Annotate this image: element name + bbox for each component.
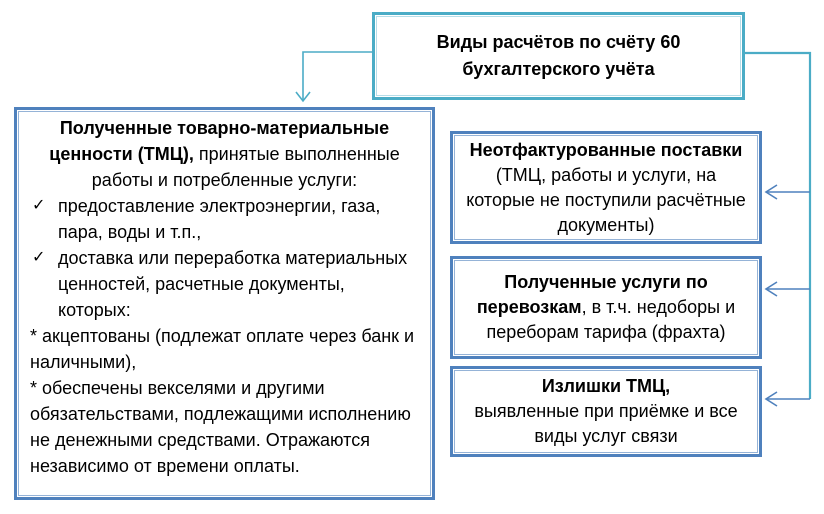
- left-box-header: Полученные товарно-материальные ценности…: [30, 115, 419, 193]
- connector-left: [295, 51, 372, 103]
- right-box-regular-text: выявленные при приёмке и все виды услуг …: [474, 401, 738, 446]
- sub-item-secured: * обеспечены векселями и другими обязате…: [30, 378, 411, 476]
- check-icon: ✓: [32, 197, 46, 214]
- right-box-regular-text: (ТМЦ, работы и услуги, на которые не пос…: [466, 164, 746, 235]
- right-box-transport-services: Полученные услуги по перевозкам, в т.ч. …: [450, 256, 762, 359]
- right-box-regular-text: , в т.ч. недоборы и переборам тарифа (фр…: [486, 297, 736, 342]
- bullet-text: предоставление электроэнергии, газа, пар…: [58, 196, 381, 242]
- right-box-text: Неотфактурованные поставки (ТМЦ, работы …: [463, 138, 749, 238]
- connector-arrows: [764, 184, 810, 407]
- right-box-text: Излишки ТМЦ, выявленные при приёмке и все…: [463, 374, 749, 449]
- right-box-bold-text: Полученные услуги по перевозкам: [476, 272, 708, 317]
- bullet-text: доставка или переработка материальных це…: [58, 248, 408, 320]
- left-arrow-icon-2: [764, 281, 810, 297]
- right-box-unbilled-deliveries: Неотфактурованные поставки (ТМЦ, работы …: [450, 131, 762, 244]
- left-box-header-bold: Полученные товарно-материальные ценности…: [49, 118, 390, 164]
- right-box-text: Полученные услуги по перевозкам, в т.ч. …: [463, 270, 749, 345]
- bullet-item-electricity: ✓ предоставление электроэнергии, газа, п…: [30, 193, 419, 245]
- sub-item-accepted: * акцептованы (подлежат оплате через бан…: [30, 326, 415, 372]
- left-box-received-goods: Полученные товарно-материальные ценности…: [14, 107, 435, 500]
- diagram-title: Виды расчётов по счёту 60 бухгалтерского…: [436, 32, 681, 79]
- left-arrow-icon-1: [764, 184, 810, 200]
- check-icon: ✓: [32, 249, 46, 266]
- down-arrow-icon: [295, 91, 311, 103]
- left-arrow-icon-3: [764, 391, 810, 407]
- title-box: Виды расчётов по счёту 60 бухгалтерского…: [372, 12, 745, 100]
- left-box-header-regular: принятые выполненные работы и потребленн…: [91, 144, 400, 190]
- right-box-bold-text: Неотфактурованные поставки: [469, 139, 743, 160]
- right-box-surplus-tmc: Излишки ТМЦ, выявленные при приёмке и все…: [450, 366, 762, 457]
- bullet-item-delivery: ✓ доставка или переработка материальных …: [30, 245, 419, 323]
- right-box-bold-text: Излишки ТМЦ,: [541, 376, 671, 396]
